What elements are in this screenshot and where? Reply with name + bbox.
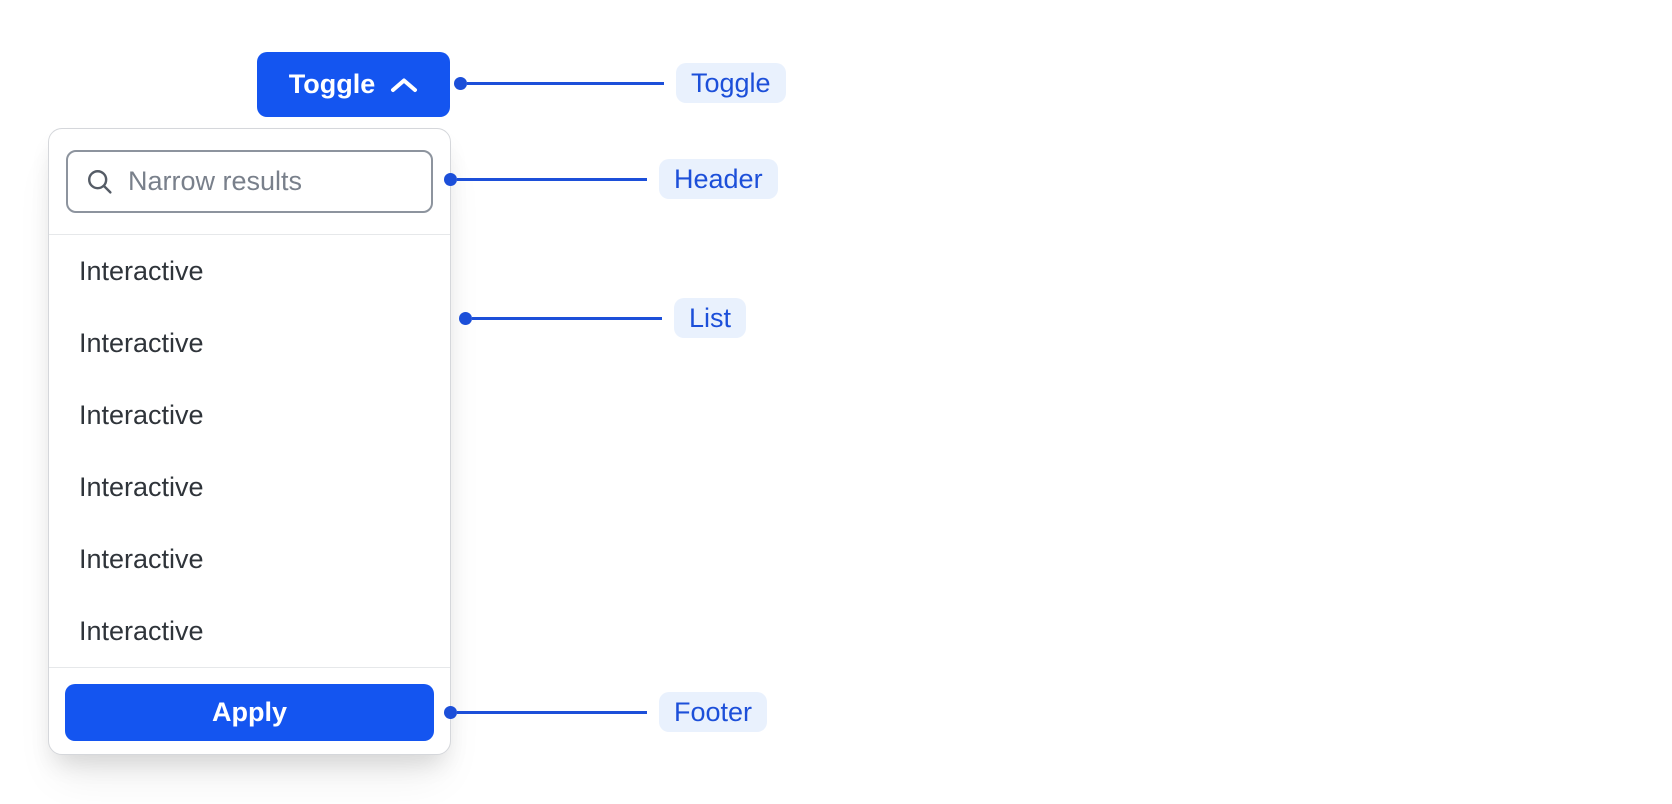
list-item[interactable]: Interactive bbox=[79, 256, 204, 286]
connector-line bbox=[472, 316, 662, 320]
list-item[interactable]: Interactive bbox=[79, 616, 204, 646]
connector-line bbox=[457, 177, 647, 181]
chevron-up-icon bbox=[390, 77, 418, 93]
annotation-label: Footer bbox=[659, 692, 768, 732]
panel-footer: Apply bbox=[49, 667, 450, 754]
panel-header bbox=[49, 129, 450, 235]
annotation-header: Header bbox=[444, 159, 778, 199]
connector-dot bbox=[459, 311, 472, 325]
search-box bbox=[66, 150, 433, 213]
connector-line bbox=[467, 81, 664, 85]
annotation-list: List bbox=[459, 298, 747, 338]
toggle-button-label: Toggle bbox=[288, 69, 376, 99]
annotation-label: Header bbox=[659, 159, 778, 199]
list-item[interactable]: Interactive bbox=[79, 328, 204, 358]
select-panel: Interactive Interactive Interactive Inte… bbox=[48, 128, 451, 755]
list-item[interactable]: Interactive bbox=[79, 472, 204, 502]
connector-line bbox=[457, 710, 647, 714]
connector-dot bbox=[444, 172, 457, 186]
search-input[interactable] bbox=[128, 166, 414, 197]
search-icon bbox=[85, 167, 114, 196]
list-item[interactable]: Interactive bbox=[79, 400, 204, 430]
annotation-footer: Footer bbox=[444, 692, 768, 732]
annotation-toggle: Toggle bbox=[454, 63, 786, 103]
option-list: Interactive Interactive Interactive Inte… bbox=[49, 235, 450, 667]
list-item[interactable]: Interactive bbox=[79, 544, 204, 574]
apply-button[interactable]: Apply bbox=[65, 684, 434, 741]
connector-dot bbox=[444, 705, 457, 719]
annotation-label: List bbox=[674, 298, 747, 338]
toggle-button[interactable]: Toggle bbox=[257, 52, 450, 117]
annotation-label: Toggle bbox=[676, 63, 786, 103]
connector-dot bbox=[454, 76, 467, 90]
